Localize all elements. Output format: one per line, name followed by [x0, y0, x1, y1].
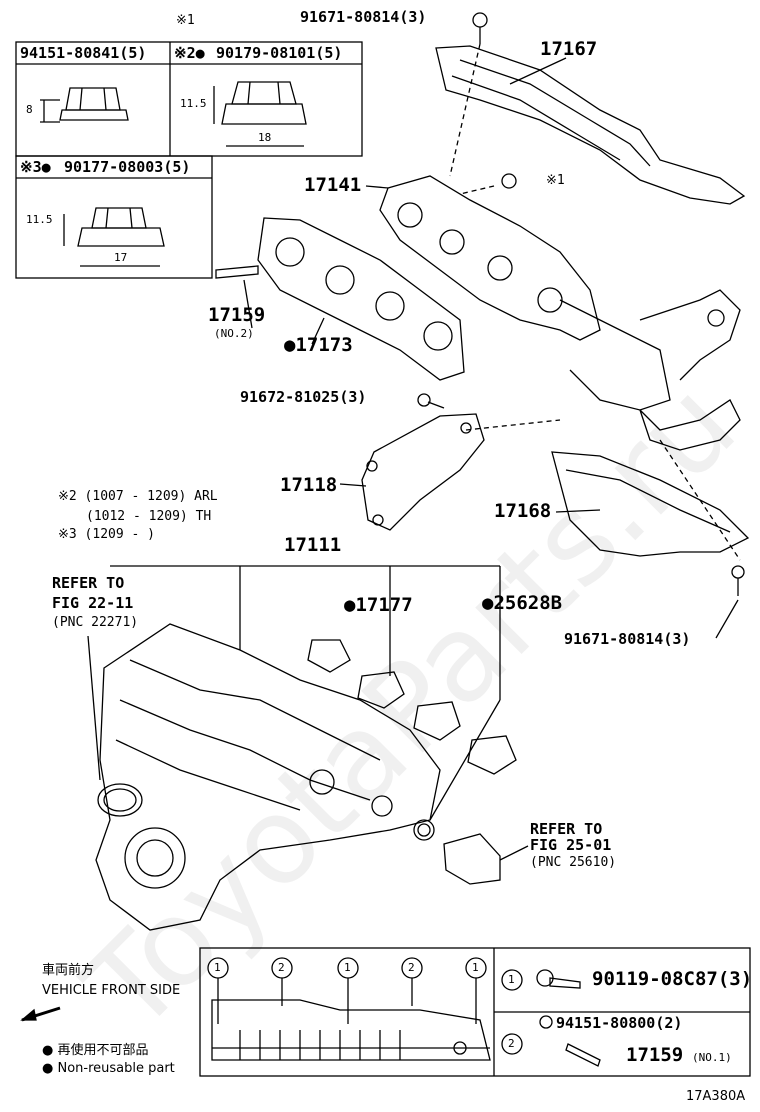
- note2-line2: (1012 - 1209) TH: [86, 509, 212, 524]
- key-1c: 1: [472, 961, 479, 974]
- callout-17167: 17167: [540, 38, 598, 60]
- box3-dim-h: 11.5: [26, 213, 53, 226]
- gasket-plan-view: [211, 978, 491, 1061]
- callout-25628B: ●25628B: [482, 592, 563, 614]
- key-2b: 2: [408, 961, 415, 974]
- callout-17111: 17111: [284, 534, 342, 556]
- legend-part-drawings: [536, 969, 601, 1067]
- note2-line1: ※2 (1007 - 1209) ARL: [58, 489, 218, 504]
- callout-17168: 17168: [494, 500, 552, 522]
- legend-row2-part-a: 94151-80800(2): [556, 1014, 683, 1032]
- key-row1: 1: [508, 973, 515, 986]
- front-side-en: VEHICLE FRONT SIDE: [42, 983, 181, 998]
- callout-17118: 17118: [280, 474, 338, 496]
- refer-right-1: REFER TO: [530, 820, 603, 838]
- heat-insulator-lower: [551, 451, 750, 557]
- throttle-gasket: [97, 783, 143, 817]
- figure-code: 17A380A: [686, 1089, 746, 1104]
- box1-part: 94151-80841(5): [20, 44, 147, 62]
- bolts: [417, 12, 745, 596]
- note3-line1: ※3 (1209 - ): [58, 527, 155, 542]
- callout-17141: 17141: [304, 174, 362, 196]
- stud-no2: [215, 265, 259, 279]
- box2-dim-h: 11.5: [180, 97, 207, 110]
- nonreuse-en: ● Non-reusable part: [42, 1061, 175, 1076]
- legend-row2-part-b: 17159: [626, 1044, 684, 1066]
- note1-mark: ※1: [176, 13, 195, 28]
- box2-part: 90179-08101(5): [216, 44, 343, 62]
- intake-manifold: [95, 623, 441, 931]
- bottom-legend-frame: [20, 947, 751, 1077]
- callout-17177: ●17177: [344, 594, 413, 616]
- refer-left-2: FIG 22-11: [52, 594, 134, 612]
- callout-bolt-top: 91671-80814(3): [300, 8, 427, 26]
- bracket: [361, 413, 485, 531]
- callout-bolt-lower: 91671-80814(3): [564, 630, 691, 648]
- box2-dim-w: 18: [258, 131, 272, 144]
- nut-drawing-3: [63, 207, 165, 267]
- callout-17173: ●17173: [284, 334, 353, 356]
- callout-17159: 17159: [208, 304, 266, 326]
- refer-right-2: FIG 25-01: [530, 836, 612, 854]
- key-row2: 2: [508, 1037, 515, 1050]
- exhaust-manifold: [379, 175, 741, 451]
- box1-dim: 8: [26, 103, 33, 116]
- legend-row1-part: 90119-08C87(3): [592, 968, 753, 990]
- nut-drawing-2: [213, 81, 307, 147]
- refer-left-3: (PNC 22271): [52, 615, 139, 630]
- box3-part: 90177-08003(5): [64, 158, 191, 176]
- legend-box-frames: [15, 41, 363, 279]
- front-side-jp: 車両前方: [42, 963, 95, 978]
- key-1b: 1: [344, 961, 351, 974]
- key-2a: 2: [278, 961, 285, 974]
- key-1a: 1: [214, 961, 221, 974]
- nonreuse-jp: ● 再使用不可部品: [42, 1043, 149, 1058]
- heat-insulator-upper: [435, 45, 746, 205]
- refer-left-1: REFER TO: [52, 574, 125, 592]
- callout-bolt-bracket: 91672-81025(3): [240, 388, 367, 406]
- intake-gasket: [307, 639, 517, 775]
- dashed-lines: [449, 43, 741, 561]
- egr-gasket: [413, 819, 435, 841]
- nut-drawing-1: [40, 87, 129, 123]
- callout-17159-sub: (NO.2): [214, 327, 254, 340]
- box3-prefix: ※3●: [20, 158, 51, 176]
- legend-row2-part-b-sub: (NO.1): [692, 1051, 732, 1064]
- leader-lines: [87, 57, 739, 861]
- box2-prefix: ※2●: [174, 44, 205, 62]
- callout-note1-ref: ※1: [546, 173, 565, 188]
- egr-pipe: [443, 833, 501, 885]
- box3-dim-w: 17: [114, 251, 128, 264]
- exhaust-gasket: [257, 217, 465, 381]
- refer-right-3: (PNC 25610): [530, 855, 617, 870]
